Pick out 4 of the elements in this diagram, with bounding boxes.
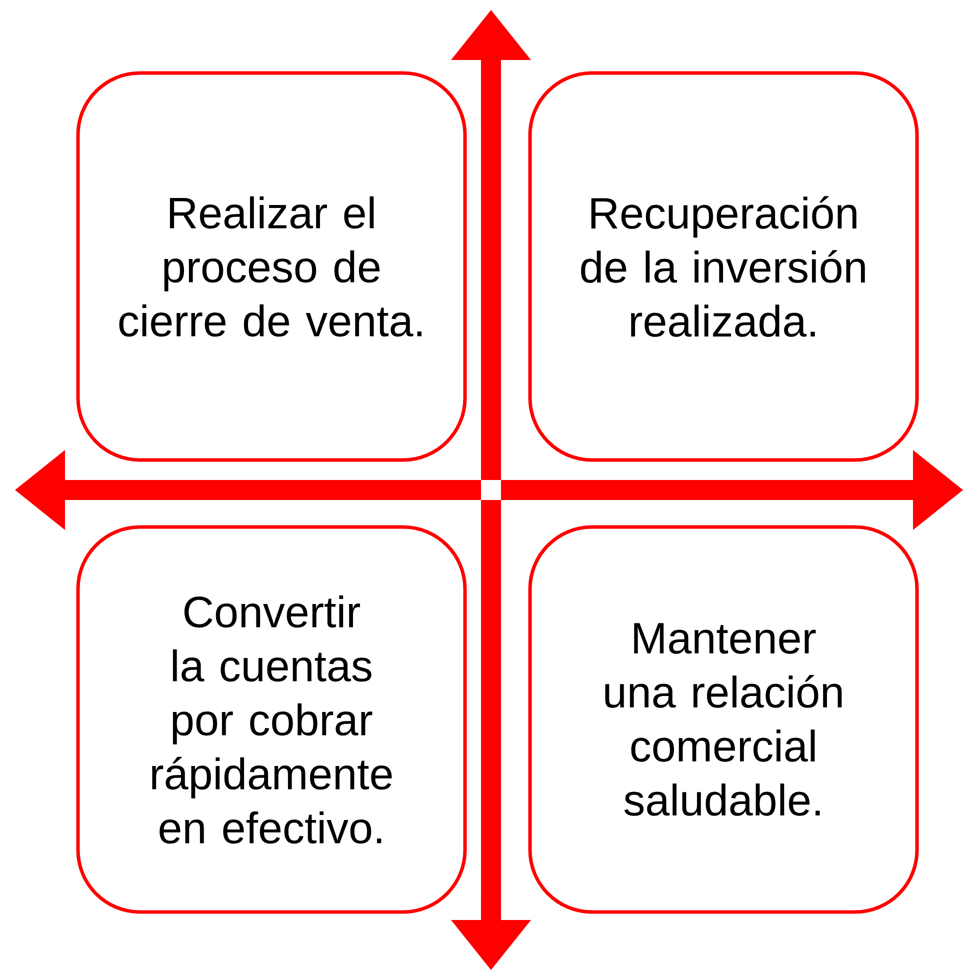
text-box: Convertir la cuentas por cobrar rápidamente en efectivo. (76, 525, 467, 914)
text-box: Mantener una relación comercial saludable. (528, 525, 919, 914)
text-box: Recuperación de la inversión realizada. (528, 71, 919, 462)
text-box: Realizar el proceso de cierre de venta. (76, 71, 467, 462)
